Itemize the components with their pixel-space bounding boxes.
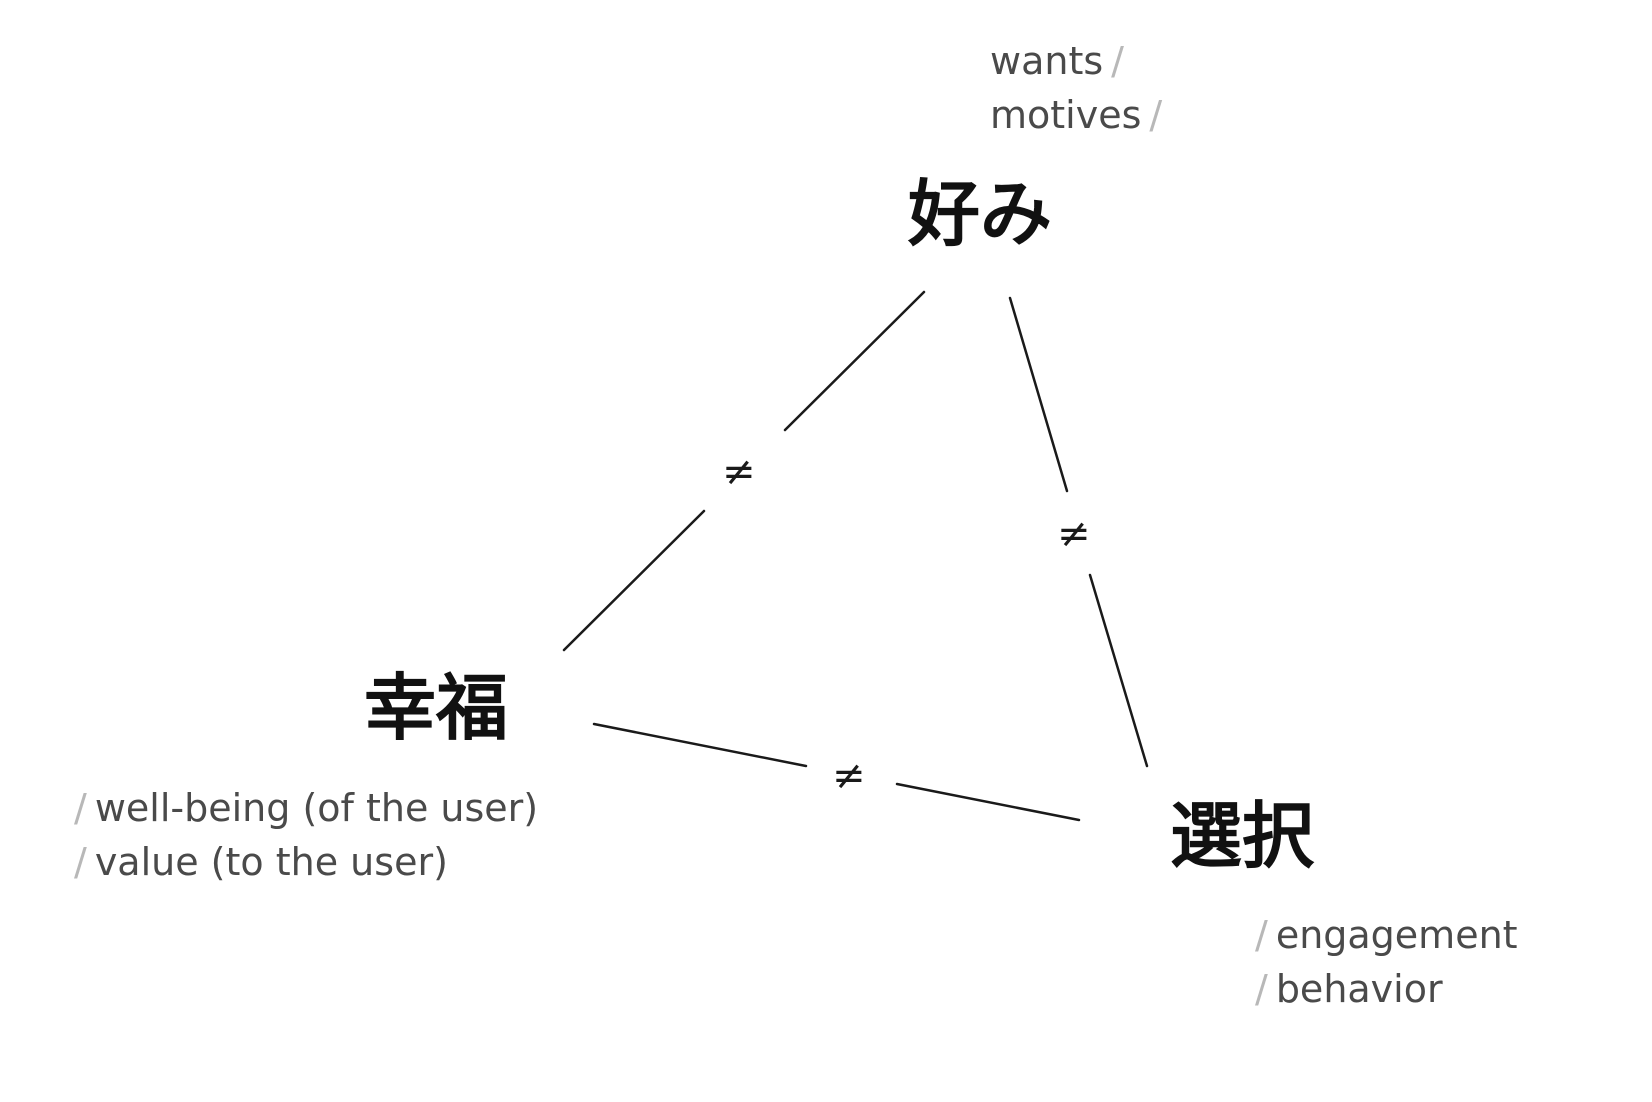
node-preference: 好み xyxy=(908,172,1053,256)
annotation-preference-line-1: wants/ xyxy=(990,39,1124,83)
annotation-choice-line-2: /behavior xyxy=(1255,967,1443,1011)
annotation-choice: /engagement /behavior xyxy=(1255,908,1518,1016)
edge-preference-happiness-lower xyxy=(562,509,706,652)
edge-happiness-choice-right xyxy=(895,782,1081,822)
annotation-happiness: /well-being (of the user) /value (to the… xyxy=(74,781,538,889)
slash-mark: / xyxy=(1149,93,1163,137)
slash-mark: / xyxy=(1255,913,1268,957)
edge-preference-choice-upper xyxy=(1008,296,1069,493)
neq-preference-happiness: ≠ xyxy=(722,449,756,495)
slash-mark: / xyxy=(1111,39,1124,83)
neq-happiness-choice: ≠ xyxy=(832,753,866,799)
annotation-happiness-line-2: /value (to the user) xyxy=(74,840,448,884)
slash-mark: / xyxy=(1255,967,1268,1011)
annotation-choice-line-1: /engagement xyxy=(1255,913,1518,957)
edge-happiness-choice-left xyxy=(592,722,808,768)
node-choice: 選択 xyxy=(1170,794,1315,878)
annotation-preference: wants/ motives/ xyxy=(990,34,1162,142)
slash-mark: / xyxy=(74,786,87,830)
slash-mark: / xyxy=(74,840,87,884)
annotation-happiness-line-1: /well-being (of the user) xyxy=(74,786,539,830)
edge-preference-choice-lower xyxy=(1088,573,1149,768)
node-happiness: 幸福 xyxy=(364,666,509,750)
neq-preference-choice: ≠ xyxy=(1057,511,1091,557)
annotation-preference-line-2: motives/ xyxy=(990,93,1163,137)
edge-preference-happiness-upper xyxy=(783,290,926,432)
